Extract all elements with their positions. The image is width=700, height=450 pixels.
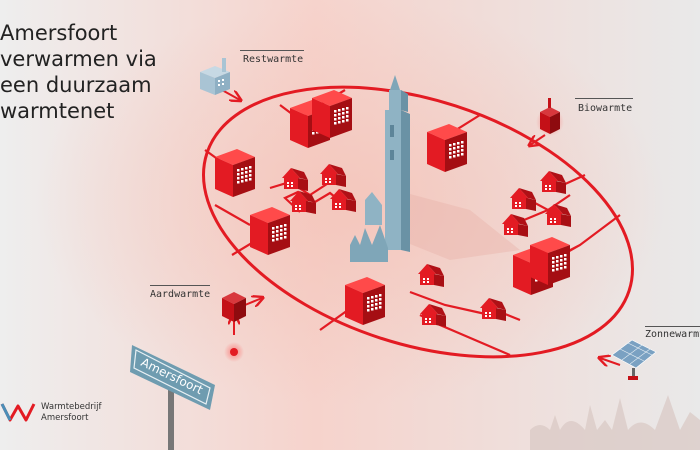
heat-network-ring — [202, 85, 634, 359]
apartment-block — [250, 207, 290, 255]
zonnewarmte-label-clip: Zonnewarmte — [645, 329, 700, 343]
zonnewarmte-arrow — [600, 358, 621, 365]
aardwarmte-arrow — [244, 298, 262, 305]
apartment-block — [312, 90, 352, 138]
aardwarmte-plant-icon — [222, 292, 246, 362]
company-name: Warmtebedrijf Amersfoort — [41, 402, 102, 423]
biowarmte-plant-icon — [536, 98, 564, 136]
skyline-silhouette — [530, 395, 700, 450]
house — [540, 171, 566, 194]
house — [418, 264, 444, 287]
biowarmte-label-line — [575, 98, 633, 99]
apartment-block — [427, 124, 467, 172]
zonnewarmte-label-line — [645, 326, 700, 327]
aardwarmte-label-line — [150, 285, 210, 286]
church-tower-icon — [350, 75, 410, 262]
house — [502, 214, 528, 237]
solar-panel-icon — [611, 339, 657, 380]
house — [545, 204, 571, 227]
amersfoort-sign: Amersfoort — [130, 345, 215, 450]
aardwarmte-label: Aardwarmte — [150, 289, 211, 300]
house — [480, 298, 506, 321]
house — [420, 304, 446, 327]
page-title: Amersfoort verwarmen via een duurzaam wa… — [0, 21, 157, 123]
restwarmte-label: Restwarmte — [243, 54, 304, 65]
house — [510, 188, 536, 211]
biowarmte-arrow — [530, 134, 546, 145]
tower-shadow — [395, 190, 520, 260]
restwarmte-arrow — [221, 89, 240, 100]
restwarmte-factory-icon — [200, 58, 230, 95]
biowarmte-label: Biowarmte — [578, 103, 633, 114]
apartment-block — [530, 237, 570, 285]
wave-logo-icon — [0, 403, 36, 422]
house — [282, 168, 308, 191]
house — [330, 189, 356, 212]
apartment-block — [345, 277, 385, 325]
restwarmte-label-line — [240, 50, 304, 51]
zonnewarmte-label: Zonnewarmte — [645, 329, 700, 340]
house — [320, 164, 346, 187]
apartment-block — [215, 149, 255, 197]
